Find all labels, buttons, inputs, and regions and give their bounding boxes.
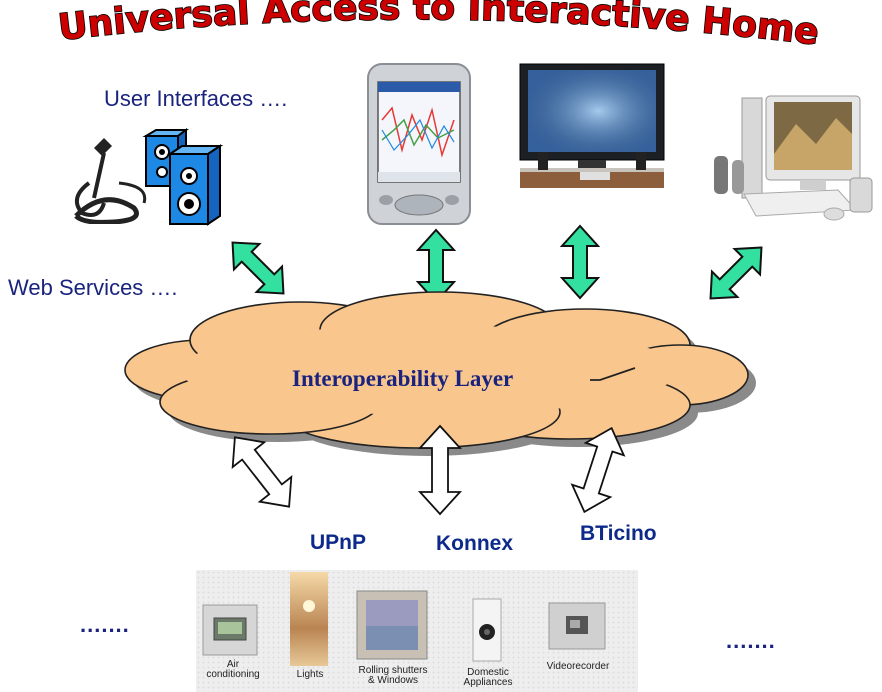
rolling-shutters-icon [356,590,428,660]
user-interfaces-label: User Interfaces …. [104,86,288,111]
caption-rolling-shutters: Rolling shutters & Windows [342,666,444,686]
arrow-layer-bticino [564,421,632,519]
title-banner: Universal Access to Interactive Home [55,0,821,54]
arrow-layer-upnp [218,424,306,520]
caption-domestic-appliances: Domestic Appliances [452,668,524,688]
web-services-label: Web Services …. [8,275,178,300]
caption-line-1: Domestic [467,667,509,678]
ellipsis-right: ....... [726,628,776,653]
speaker-icon [142,128,224,226]
caption-air-conditioning: Air conditioning [200,660,266,680]
caption-line-1: Rolling shutters [358,665,428,676]
protocol-konnex: Konnex [436,532,514,555]
protocol-upnp: UPnP [310,531,367,554]
pda-icon [367,63,471,225]
microphone-icon [74,138,147,224]
domestic-appliances-icon [472,598,502,662]
home-devices-panel: Air conditioning Lights Rolling shutters [196,570,638,692]
air-conditioning-icon [202,604,258,656]
interoperability-layer-label: Interoperability Layer [292,366,514,391]
videorecorder-icon [548,602,606,650]
tv-icon [519,63,665,188]
lights-icon [290,572,328,666]
caption-line-2: Appliances [463,677,513,688]
caption-line-2: & Windows [367,675,418,686]
caption-line-2: conditioning [206,669,260,680]
arrow-layer-konnex [419,425,461,515]
caption-lights: Lights [296,669,324,680]
ellipsis-left: ....... [80,612,130,637]
caption-line-1: Air [226,659,240,670]
protocol-bticino: BTicino [580,522,657,545]
desktop-pc-icon [714,95,873,221]
caption-videorecorder: Videorecorder [546,661,610,672]
